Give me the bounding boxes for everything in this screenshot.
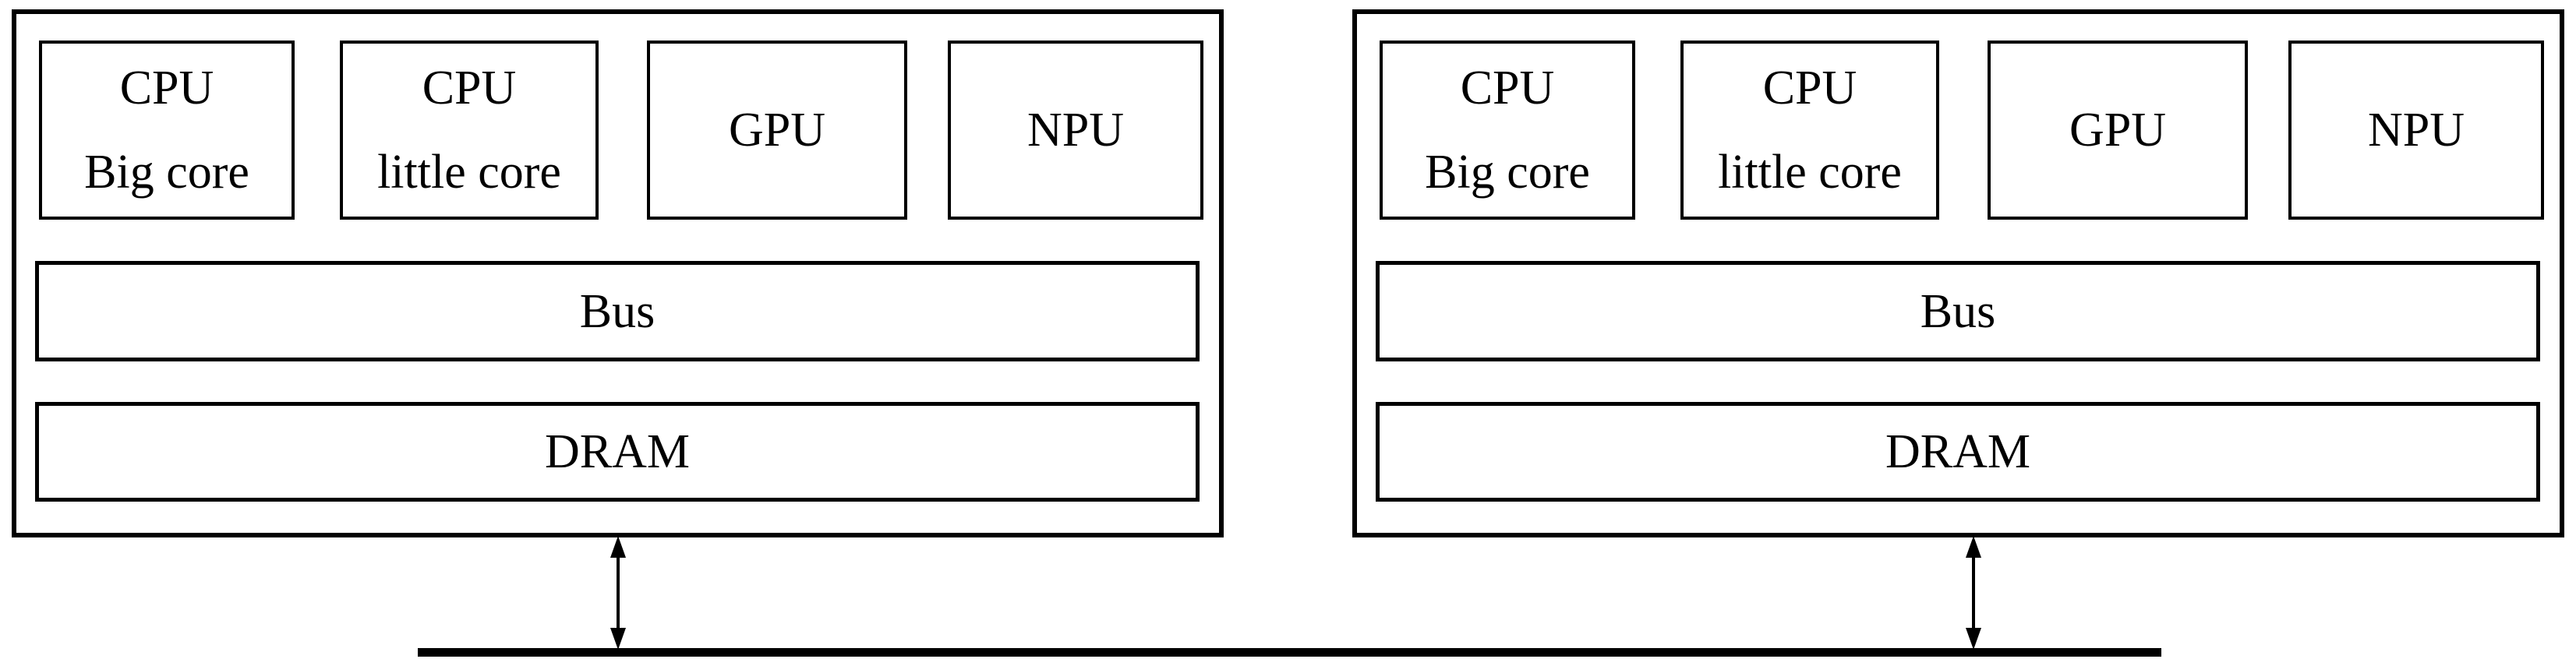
npu-box: NPU (948, 41, 1203, 220)
dram-bar: DRAM (35, 402, 1200, 502)
double-arrow-icon (610, 536, 626, 650)
npu-box: NPU (2288, 41, 2544, 220)
dram-bar: DRAM (1376, 402, 2540, 502)
cpu-little-core-box: CPU little core (340, 41, 599, 220)
cpu-little-core-box: CPU little core (1680, 41, 1939, 220)
cpu-big-core-box: CPU Big core (1380, 41, 1635, 220)
gpu-box: GPU (647, 41, 907, 220)
bus-bar: Bus (1376, 261, 2540, 361)
double-arrow-icon (1966, 536, 1981, 650)
cpu-big-core-box: CPU Big core (39, 41, 295, 220)
soc-chip-left: CPU Big core CPU little core GPU NPU Bus… (12, 9, 1224, 537)
bus-bar: Bus (35, 261, 1200, 361)
gpu-box: GPU (1988, 41, 2248, 220)
external-bus-line (418, 648, 2161, 657)
soc-chip-right: CPU Big core CPU little core GPU NPU Bus… (1352, 9, 2564, 537)
